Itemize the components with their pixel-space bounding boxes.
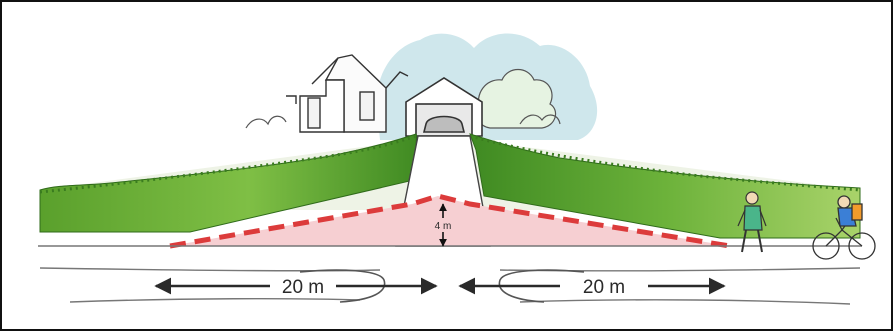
distance-left-label: 20 m bbox=[282, 277, 324, 298]
setback-height-label: 4 m bbox=[435, 221, 452, 232]
distance-right-label: 20 m bbox=[583, 277, 625, 298]
car-icon bbox=[424, 117, 464, 133]
